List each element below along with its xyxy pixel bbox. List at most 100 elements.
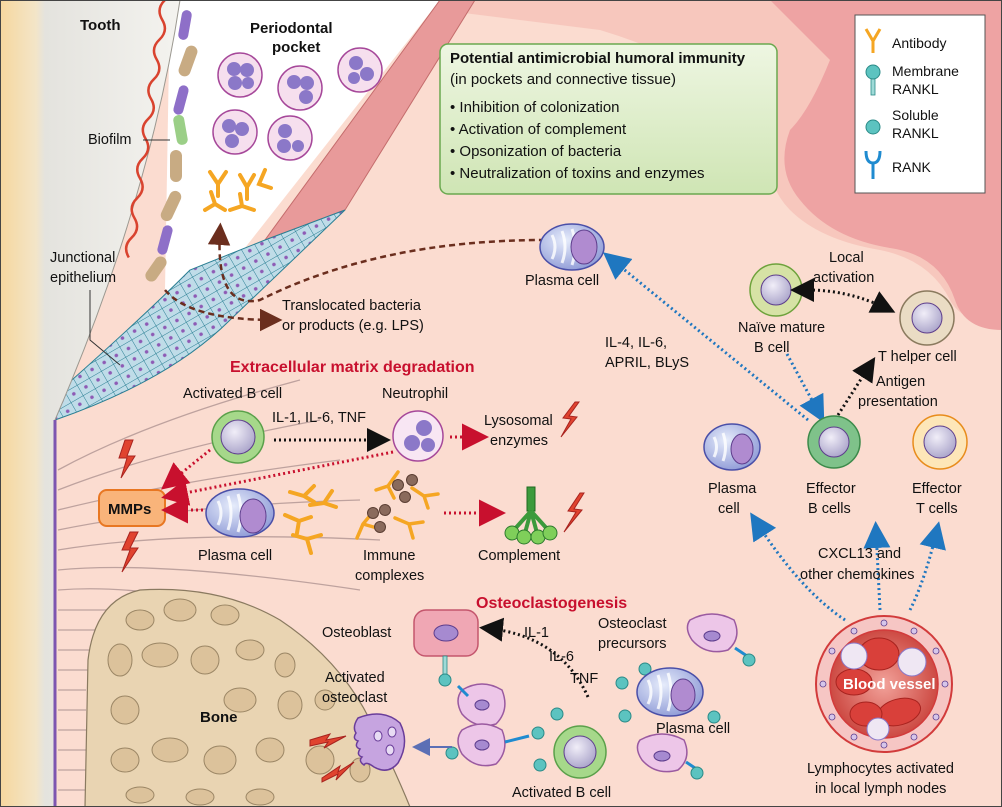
label-activation: activation: [813, 270, 874, 286]
label-naive-2: B cell: [754, 340, 789, 356]
info-box-item: • Neutralization of toxins and enzymes: [450, 165, 705, 182]
label-complement: Complement: [478, 548, 560, 564]
plasma-cell-bottom: [636, 667, 704, 717]
label-t-helper: T helper cell: [878, 349, 957, 365]
arrow-naive-to-effector: [785, 353, 825, 423]
label-osteo-il6: IL-6: [549, 649, 574, 665]
label-mmps: MMPs: [108, 501, 151, 518]
legend: Antibody Membrane RANKL Soluble RANKL RA…: [854, 14, 986, 194]
local-activation-arrow: [790, 278, 896, 313]
label-translocated-1: Translocated bacteria: [282, 298, 422, 314]
label-activated-b-cell: Activated B cell: [183, 386, 282, 402]
bone-trabeculae: [107, 598, 371, 806]
osteo-header: Osteoclastogenesis: [476, 595, 627, 612]
label-enzymes: enzymes: [490, 433, 548, 449]
legend-label-rankl-2: RANKL: [892, 125, 939, 141]
label-naive-1: Naïve mature: [738, 320, 825, 336]
plasma-cell-top: [539, 223, 605, 271]
soluble-rankl-icon: [865, 119, 881, 135]
label-chemokines-2: other chemokines: [800, 567, 914, 583]
mmps-badge: MMPs: [98, 489, 166, 527]
label-blood-vessel: Blood vessel: [843, 676, 936, 693]
label-plasma-right-1: Plasma: [708, 481, 757, 497]
info-box-title: Potential antimicrobial humoral immunity: [450, 50, 746, 67]
legend-label-antibody: Antibody: [892, 35, 946, 51]
lightning-complement-icon: [563, 492, 585, 533]
naive-b-cell: [749, 263, 803, 317]
effector-b-cell: [807, 415, 861, 469]
precursor-nuclei: [474, 630, 721, 762]
label-cytokines-mid: IL-1, IL-6, TNF: [272, 410, 366, 426]
lightning-bone-2-icon: [321, 761, 355, 783]
membrane-rankl-icon: [865, 64, 881, 96]
label-pocket: pocket: [272, 39, 320, 56]
ecm-header: Extracellular matrix degradation: [230, 359, 475, 376]
label-tooth: Tooth: [80, 17, 121, 34]
label-lymphocytes-1: Lymphocytes activated: [807, 761, 954, 777]
blood-vessel: Blood vessel: [815, 615, 953, 753]
label-effector-b-2: B cells: [808, 501, 851, 517]
label-lymphocytes-2: in local lymph nodes: [815, 781, 946, 797]
activated-osteoclast-cell: [353, 713, 406, 771]
label-local: Local: [829, 250, 864, 266]
plasma-cell-mid: [205, 488, 275, 538]
label-junctional: Junctional: [50, 250, 115, 266]
info-box-item: • Inhibition of colonization: [450, 99, 620, 116]
label-chemokines-1: CXCL13 and: [818, 546, 901, 562]
label-activated-b-bottom: Activated B cell: [512, 785, 611, 801]
label-effector-b-1: Effector: [806, 481, 856, 497]
antimicrobial-immunity-box: Potential antimicrobial humoral immunity…: [439, 43, 778, 195]
biofilm-bacteria: [124, 0, 198, 282]
lightning-bone-1-icon: [309, 733, 347, 749]
info-box-item: • Opsonization of bacteria: [450, 143, 622, 160]
label-plasma-mid: Plasma cell: [198, 548, 272, 564]
label-plasma-right-2: cell: [718, 501, 740, 517]
legend-label-rankl: RANKL: [892, 81, 939, 97]
lightning-lysosomal-icon: [560, 401, 580, 438]
label-cytokines-top-2: APRIL, BLyS: [605, 355, 689, 371]
label-neutrophil: Neutrophil: [382, 386, 448, 402]
label-osteoblast: Osteoblast: [322, 625, 391, 641]
rank-rankl-bonds: [456, 646, 748, 772]
antibody-icon: [864, 28, 882, 53]
soluble-rankl-molecules: [445, 653, 756, 780]
label-osteo-tnf: TNF: [570, 671, 598, 687]
label-epithelium: epithelium: [50, 270, 116, 286]
label-antigen: Antigen: [876, 374, 925, 390]
complement-complex: [504, 486, 558, 545]
activated-b-cell-mid: [211, 410, 265, 464]
label-osteoclast-2: osteoclast: [322, 690, 387, 706]
activated-b-cell-bottom: [553, 725, 607, 779]
legend-label-soluble: Soluble: [892, 107, 939, 123]
label-osteoclast: Osteoclast: [598, 616, 667, 632]
plasma-cell-right: [703, 423, 761, 471]
label-translocated-2: or products (e.g. LPS): [282, 318, 424, 334]
osteoclast-nuclei: [373, 726, 397, 756]
chemokine-arrow-plasma: [750, 512, 846, 622]
effector-t-cell: [912, 414, 968, 470]
label-osteo-il1: IL-1: [524, 625, 549, 641]
legend-label-rank: RANK: [892, 159, 932, 175]
label-bone: Bone: [200, 709, 238, 726]
tooth-shape: [0, 0, 181, 807]
lightning-mmps-bottom-icon: [121, 531, 139, 573]
immune-complexes: [355, 470, 440, 540]
epithelium-leader-line: [89, 290, 121, 366]
label-plasma-cell-top: Plasma cell: [525, 273, 599, 289]
info-box-subtitle: (in pockets and connective tissue): [450, 71, 676, 88]
label-complexes: complexes: [355, 568, 424, 584]
label-precursors: precursors: [598, 636, 667, 652]
label-biofilm: Biofilm: [88, 132, 132, 148]
label-effector-t-1: Effector: [912, 481, 962, 497]
info-box-item: • Activation of complement: [450, 121, 627, 138]
antigen-presentation-arrow: [836, 356, 876, 416]
osteoblast-cell: [413, 609, 479, 687]
lightning-mmps-top-icon: [118, 439, 136, 479]
label-immune: Immune: [363, 548, 415, 564]
rank-icon: [864, 150, 882, 179]
t-helper-cell: [899, 290, 955, 346]
pocket-neutrophils: [212, 47, 383, 161]
label-effector-t-2: T cells: [916, 501, 958, 517]
